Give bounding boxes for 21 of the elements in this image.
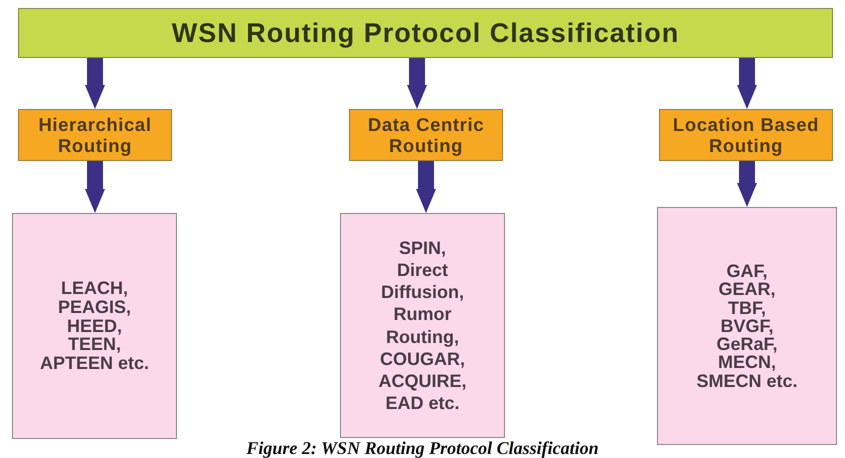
protocol-list-box	[657, 207, 837, 445]
protocol-list: SPIN, Direct Diffusion, Rumor Routing, COUGAR, ACQUIRE, EAD etc.	[378, 236, 466, 414]
category-box	[18, 109, 172, 161]
category-box	[349, 109, 503, 161]
arrow	[416, 161, 436, 213]
category-label: Location Based Routing	[672, 114, 820, 156]
protocol-list-box	[340, 213, 505, 438]
heading-text: WSN Routing Protocol Classification	[172, 17, 680, 49]
protocol-list: LEACH, PEAGIS, HEED, TEEN, APTEEN etc.	[40, 279, 150, 373]
title-box	[18, 8, 833, 58]
category-label: Data Centric Routing	[366, 114, 486, 156]
protocol-list: GAF, GEAR, TBF, BVGF, GeRaF, MECN, SMECN etc.	[696, 262, 798, 390]
arrow	[407, 58, 427, 109]
arrow	[737, 161, 757, 207]
figure-caption: Figure 2: WSN Routing Protocol Classification	[246, 438, 599, 458]
protocol-list-box	[12, 213, 177, 439]
arrow	[85, 161, 105, 213]
category-box	[659, 109, 833, 161]
arrow	[737, 58, 757, 109]
arrow	[85, 58, 105, 109]
category-label: Hierarchical Routing	[37, 114, 153, 156]
